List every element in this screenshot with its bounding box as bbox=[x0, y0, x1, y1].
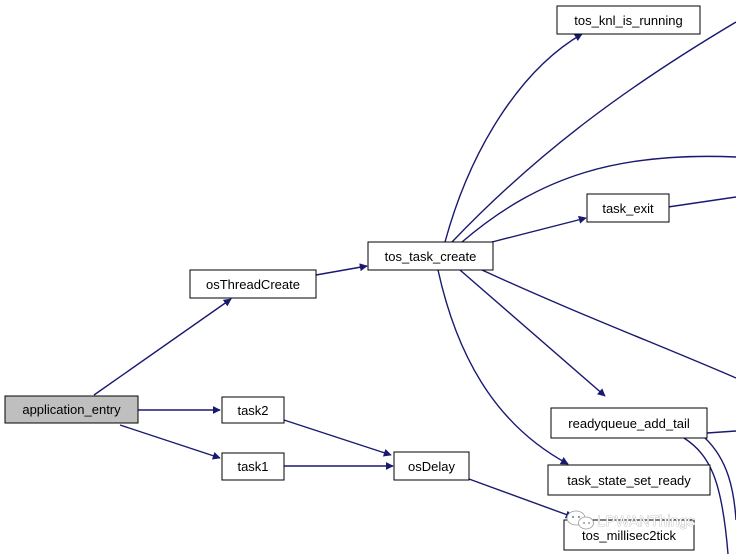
edge-application-entry-to-task1 bbox=[119, 424, 221, 460]
node-task-exit[interactable]: task_exit bbox=[586, 193, 670, 223]
watermark-text: LPWANThings bbox=[597, 513, 695, 530]
node-tos-knl-is-running[interactable]: tos_knl_is_running bbox=[556, 5, 701, 35]
node-tos-task-create[interactable]: tos_task_create bbox=[367, 241, 494, 271]
node-label: osThreadCreate bbox=[206, 277, 300, 292]
node-task2[interactable]: task2 bbox=[221, 396, 285, 424]
edge-osthreadcreate-to-tos-task-create bbox=[315, 263, 368, 276]
node-label: tos_millisec2tick bbox=[582, 528, 676, 543]
edge-offscreen-2 bbox=[461, 155, 736, 243]
node-osthreadcreate[interactable]: osThreadCreate bbox=[189, 269, 317, 299]
node-label: tos_knl_is_running bbox=[574, 13, 682, 28]
node-task1[interactable]: task1 bbox=[221, 452, 285, 481]
edge-offscreen-6 bbox=[683, 437, 729, 554]
watermark: LPWANThings bbox=[566, 510, 695, 530]
node-osdelay[interactable]: osDelay bbox=[393, 451, 470, 481]
node-label: task1 bbox=[237, 459, 268, 474]
edge-offscreen-3 bbox=[667, 196, 736, 208]
node-label: task_state_set_ready bbox=[567, 473, 691, 488]
edge-osdelay-to-millisec2tick bbox=[468, 478, 574, 519]
edge-offscreen-4 bbox=[481, 269, 736, 379]
node-label: readyqueue_add_tail bbox=[568, 416, 690, 431]
edge-offscreen-5 bbox=[706, 430, 736, 434]
wechat-icon bbox=[566, 510, 594, 530]
node-task-state-set-ready[interactable]: task_state_set_ready bbox=[547, 464, 711, 496]
node-label: application_entry bbox=[22, 402, 121, 417]
edge-offscreen-1 bbox=[451, 21, 736, 243]
edge-tos-task-create-to-readyqueue bbox=[459, 269, 606, 397]
edge-tos-task-create-to-state-set-ready bbox=[437, 269, 569, 465]
node-label: tos_task_create bbox=[385, 249, 477, 264]
node-application-entry[interactable]: application_entry bbox=[4, 395, 139, 424]
edge-tos-task-create-to-task-exit bbox=[491, 215, 587, 243]
edge-tos-task-create-to-knl-is-running bbox=[444, 33, 583, 243]
node-label: osDelay bbox=[408, 459, 455, 474]
node-readyqueue-add-tail[interactable]: readyqueue_add_tail bbox=[550, 407, 708, 439]
node-label: task2 bbox=[237, 403, 268, 418]
node-label: task_exit bbox=[602, 201, 654, 216]
edge-task2-to-osdelay bbox=[283, 419, 392, 457]
edge-application-entry-to-osthreadcreate bbox=[93, 298, 232, 396]
node-tos-millisec2tick[interactable]: tos_millisec2tick bbox=[563, 519, 695, 551]
edges bbox=[93, 21, 736, 554]
edge-offscreen-7 bbox=[704, 437, 736, 521]
